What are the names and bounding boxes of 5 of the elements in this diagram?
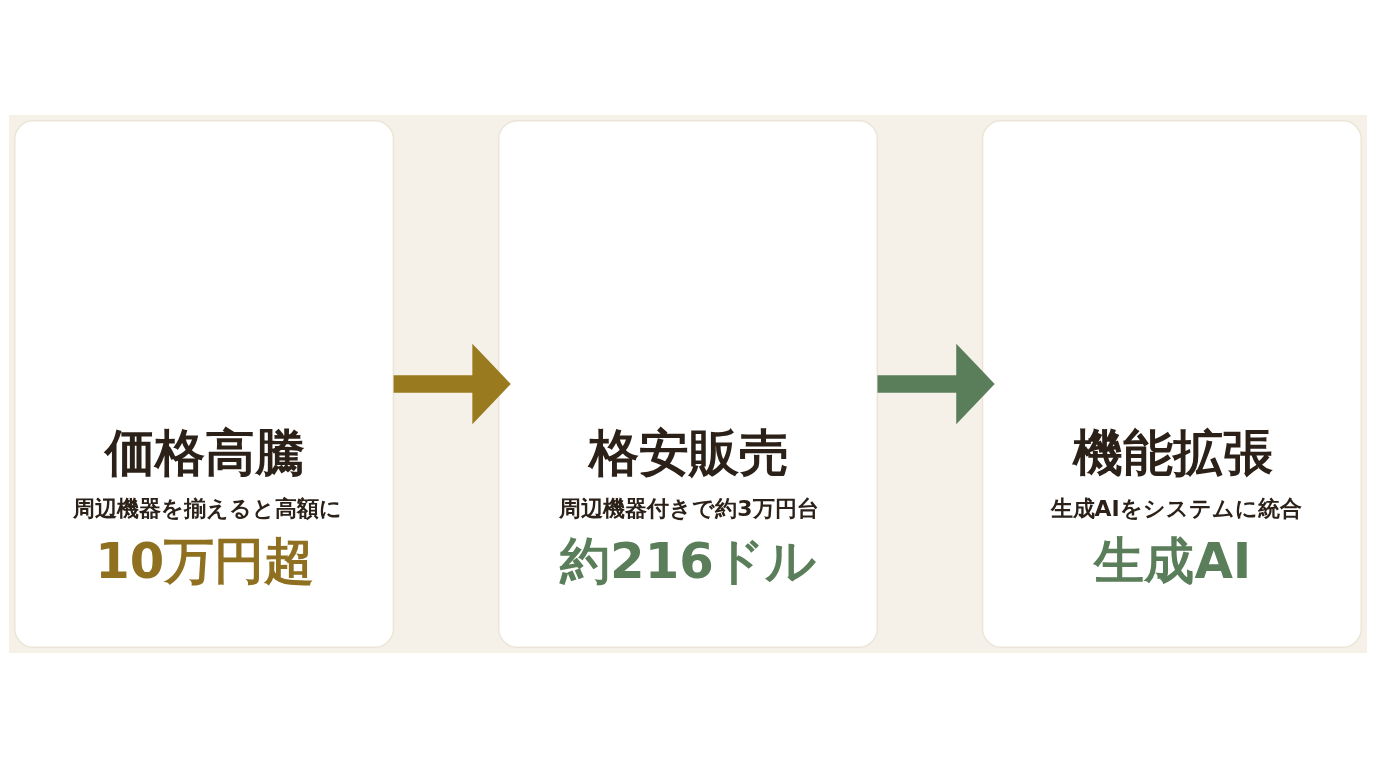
node-box: 格安販売 周辺機器付きで約3万円台 約216ドル (497, 120, 879, 648)
node-box: 機能拡張 生成AIをシステムに統合 生成AI (981, 120, 1362, 648)
arrow (877, 343, 995, 425)
arrow (393, 343, 511, 425)
node-box: 価格高騰 周辺機器を揃えると高額に 10万円超 (14, 120, 395, 648)
